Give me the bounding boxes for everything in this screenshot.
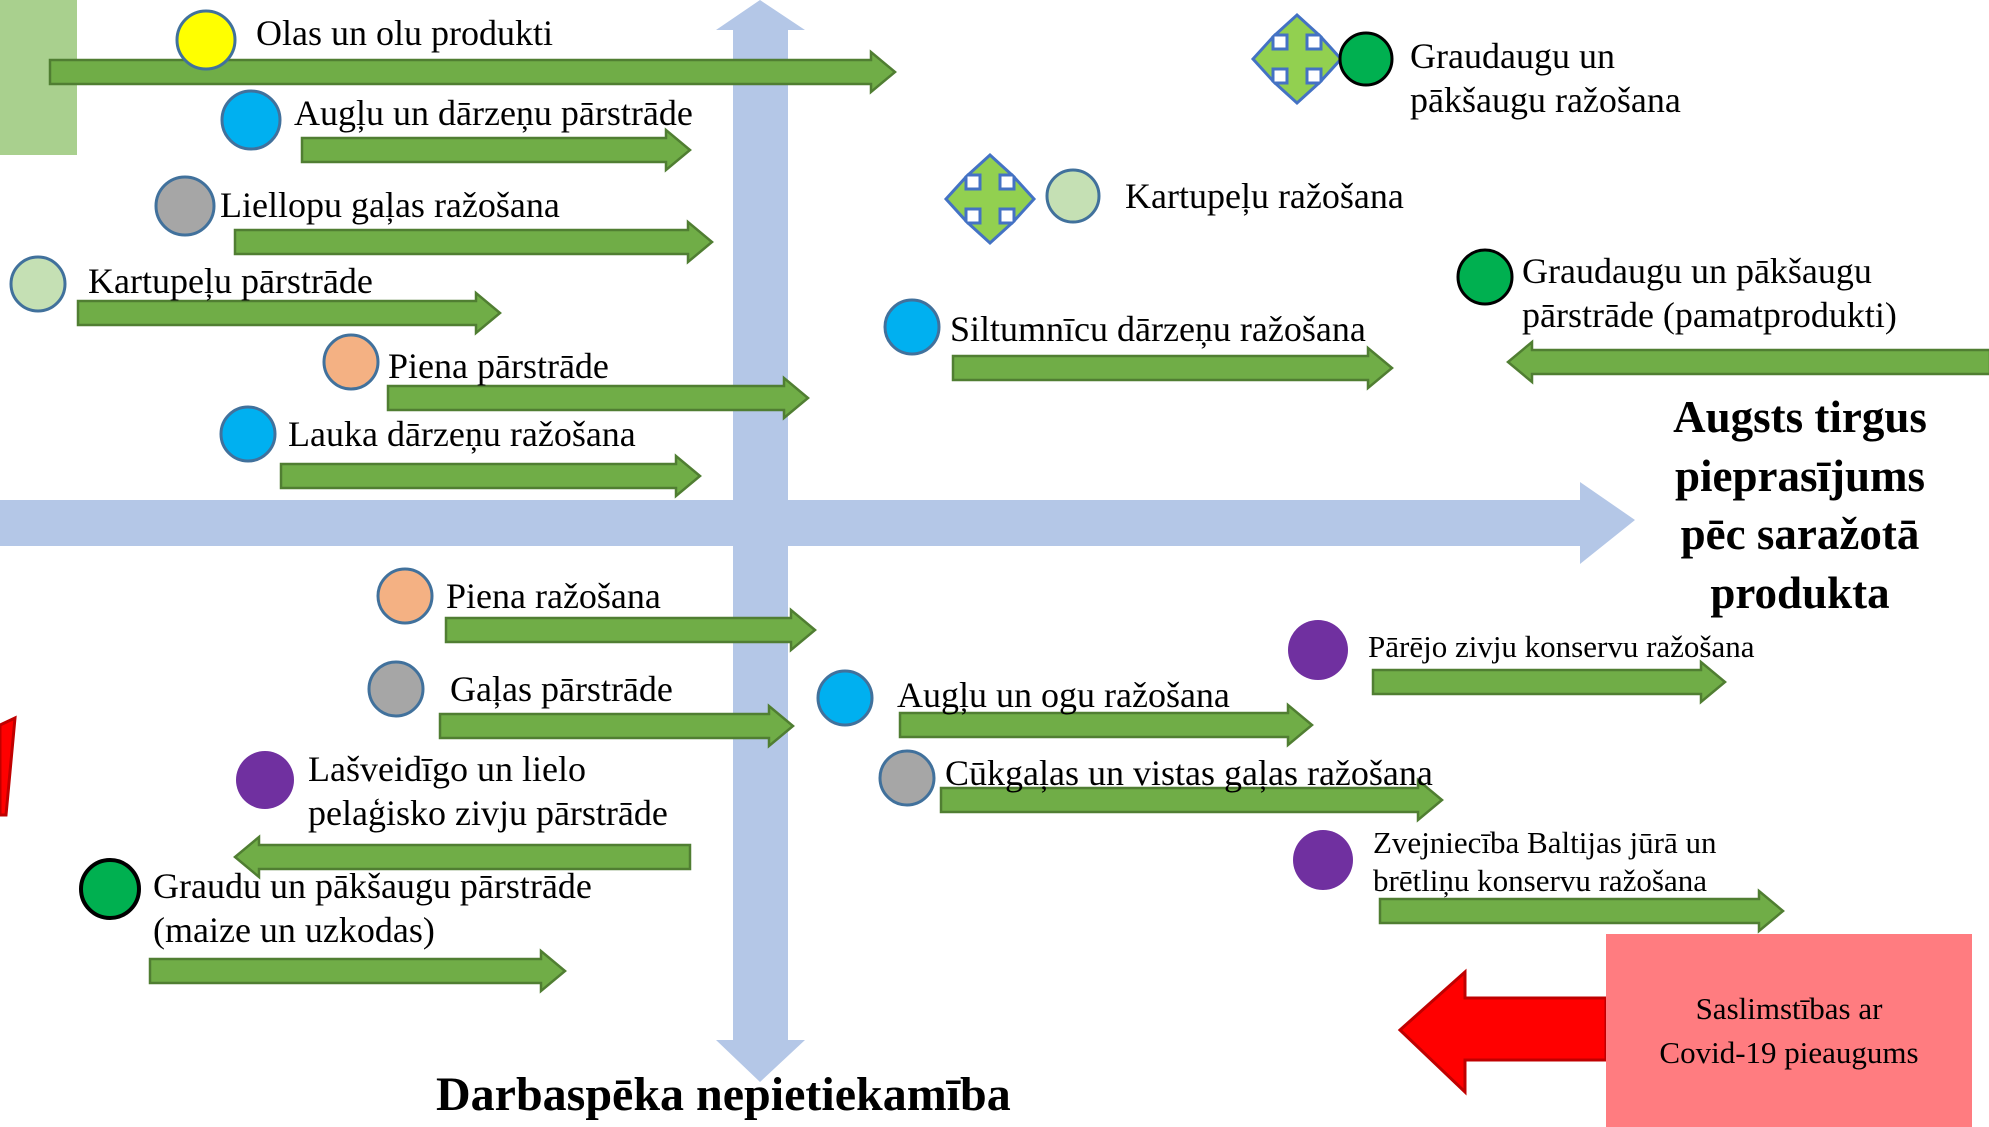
label-auglu-ogu: Augļu un ogu ražošana bbox=[897, 675, 1230, 715]
marker-graud-parstr bbox=[1456, 248, 1514, 306]
label-parejo: Pārējo zivju konservu ražošana bbox=[1368, 629, 1755, 664]
label-kart-parstr: Kartupeļu pārstrāde bbox=[88, 261, 373, 301]
y-axis-title: Darbaspēka nepietiekamība bbox=[436, 1068, 1011, 1121]
marker-auglu-darz bbox=[220, 89, 282, 151]
label-line: (maize un uzkodas) bbox=[153, 909, 435, 950]
covid-increase-box: Saslimstības ar Covid-19 pieaugums bbox=[1606, 934, 1972, 1127]
marker-graud-raz bbox=[1338, 31, 1394, 87]
marker-kart-raz bbox=[1045, 168, 1101, 224]
marker-parejo bbox=[1288, 620, 1348, 680]
red-edge-shape bbox=[0, 715, 17, 817]
label-line: Zvejniecība Baltijas jūrā un bbox=[1373, 825, 1717, 860]
label-line: Graudu un pākšaugu pārstrāde bbox=[153, 866, 592, 906]
marker-auglu-ogu bbox=[816, 669, 874, 727]
label-line: Graudaugu un bbox=[1410, 36, 1615, 76]
label-kart-raz: Kartupeļu ražošana bbox=[1125, 176, 1404, 216]
marker-piena-raz bbox=[376, 567, 434, 625]
horizontal-axis-arrow bbox=[0, 482, 1635, 564]
label-olas: Olas un olu produkti bbox=[256, 13, 553, 53]
label-graudu-maize: Graudu un pākšaugu pārstrāde(maize un uz… bbox=[153, 865, 592, 953]
covid-red-arrow bbox=[1397, 968, 1608, 1096]
label-line: pārstrāde (pamatprodukti) bbox=[1522, 294, 1897, 335]
arrow-right-kart-parstr bbox=[76, 290, 502, 336]
label-line: Lašveidīgo un lielo bbox=[308, 749, 586, 789]
four-way-arrow-icon-graud-raz bbox=[1250, 12, 1344, 106]
item-arrows bbox=[48, 12, 1989, 994]
label-auglu-darz: Augļu un dārzeņu pārstrāde bbox=[294, 93, 693, 133]
marker-kart-parstr bbox=[9, 255, 67, 313]
arrow-right-auglu-darz bbox=[300, 127, 692, 173]
label-line: pelaģisko zivju pārstrāde bbox=[308, 792, 668, 833]
arrow-right-piena-parstr bbox=[386, 375, 810, 421]
label-line: brētliņu konservu ražošana bbox=[1373, 862, 1707, 898]
marker-galas-parstr bbox=[367, 660, 425, 718]
arrow-left-graud-parstr bbox=[1506, 339, 1989, 385]
arrow-right-siltumn bbox=[951, 345, 1394, 391]
label-lauka: Lauka dārzeņu ražošana bbox=[288, 414, 636, 454]
label-line: pākšaugu ražošana bbox=[1410, 79, 1681, 120]
marker-liellopu bbox=[154, 175, 216, 237]
marker-piena-parstr bbox=[322, 333, 380, 391]
arrow-right-parejo bbox=[1371, 659, 1727, 705]
arrow-right-liellopu bbox=[233, 219, 714, 265]
x-axis-title: Augsts tirgus pieprasījums pēc saražotā … bbox=[1673, 392, 1927, 618]
marker-olas bbox=[175, 9, 237, 71]
item-markers bbox=[9, 9, 1514, 920]
arrow-left-lasveid bbox=[233, 834, 692, 880]
label-piena-raz: Piena ražošana bbox=[446, 576, 661, 616]
label-siltumn: Siltumnīcu dārzeņu ražošana bbox=[950, 309, 1366, 349]
vertical-axis-arrow bbox=[716, 0, 805, 1082]
label-line: Graudaugu un pākšaugu bbox=[1522, 251, 1872, 291]
arrow-right-zvejn bbox=[1378, 888, 1785, 934]
arrow-right-graudu-maize bbox=[148, 948, 567, 994]
arrow-right-cukgalas bbox=[939, 777, 1444, 823]
arrow-right-piena-raz bbox=[444, 607, 817, 653]
arrow-right-auglu-ogu bbox=[898, 702, 1314, 748]
marker-siltumn bbox=[883, 298, 941, 356]
label-piena-parstr: Piena pārstrāde bbox=[388, 346, 609, 386]
label-galas-parstr: Gaļas pārstrāde bbox=[450, 669, 673, 709]
four-way-arrow-icon-kart-raz bbox=[943, 152, 1037, 246]
marker-zvejn bbox=[1293, 830, 1353, 890]
marker-lasveid bbox=[236, 751, 294, 809]
marker-cukgalas bbox=[878, 749, 936, 807]
arrow-right-galas-parstr bbox=[438, 703, 795, 749]
label-liellopu: Liellopu gaļas ražošana bbox=[220, 185, 560, 225]
marker-lauka bbox=[219, 405, 277, 463]
covid-box-line-1: Saslimstības ar bbox=[1695, 991, 1883, 1027]
arrow-right-olas bbox=[48, 49, 897, 95]
covid-box-line-2: Covid-19 pieaugums bbox=[1659, 1034, 1919, 1070]
label-cukgalas: Cūkgaļas un vistas gaļas ražošana bbox=[945, 753, 1433, 793]
arrow-right-lauka bbox=[279, 453, 702, 499]
marker-graudu-maize bbox=[79, 858, 141, 920]
